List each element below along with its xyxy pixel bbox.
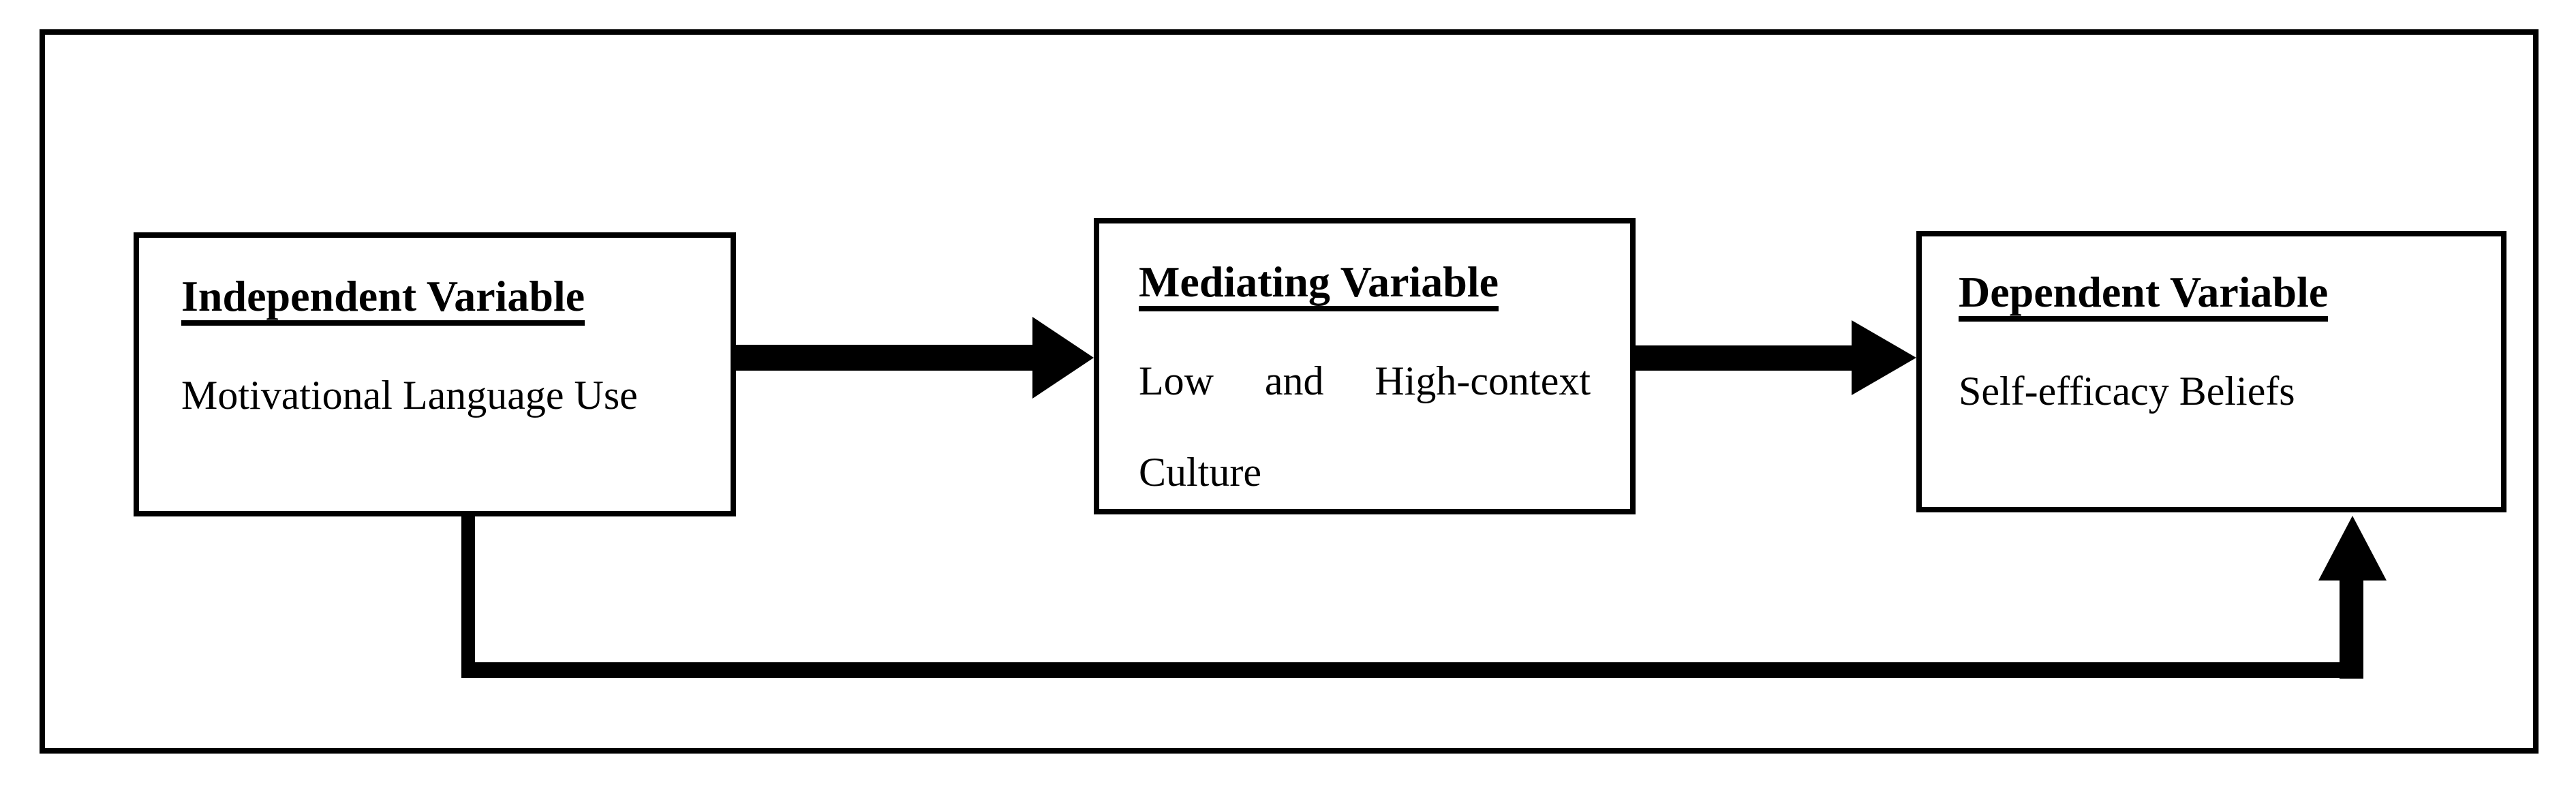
independent-variable-title: Independent Variable — [181, 275, 695, 326]
arrow-mediating-to-dependent-shaft — [1636, 345, 1855, 371]
dependent-variable-body: Self-efficacy Beliefs — [1959, 369, 2295, 414]
dependent-variable-title-text: Dependent Variable — [1959, 270, 2329, 322]
mediating-variable-title: Mediating Variable — [1139, 260, 1591, 311]
arrow-mediating-to-dependent-head-icon — [1852, 320, 1916, 395]
mediating-variable-title-text: Mediating Variable — [1139, 260, 1499, 311]
arrow-independent-to-mediating-shaft — [736, 345, 1037, 371]
mediating-variable-line2: Culture — [1139, 450, 1261, 495]
box-independent-variable: Independent Variable Motivational Langua… — [134, 232, 736, 516]
arrow-direct-path-up-head-icon — [2318, 516, 2387, 581]
arrow-direct-path-up-shaft — [2340, 578, 2363, 679]
box-dependent-variable: Dependent Variable Self-efficacy Beliefs — [1916, 231, 2506, 512]
arrow-independent-to-mediating-head-icon — [1032, 317, 1094, 399]
arrow-direct-path-horizontal-line — [461, 662, 2363, 678]
mediating-variable-line1: Low and High-context — [1139, 360, 1591, 401]
mediating-word-high-context: High-context — [1375, 358, 1591, 403]
dependent-variable-title: Dependent Variable — [1959, 270, 2466, 322]
mediating-word-low: Low — [1139, 358, 1214, 403]
arrow-direct-path-vertical-drop — [461, 514, 475, 678]
independent-variable-body: Motivational Language Use — [181, 373, 638, 418]
independent-variable-title-text: Independent Variable — [181, 275, 585, 326]
box-mediating-variable: Mediating Variable Low and High-context … — [1094, 218, 1636, 514]
mediating-word-and: and — [1264, 358, 1324, 403]
